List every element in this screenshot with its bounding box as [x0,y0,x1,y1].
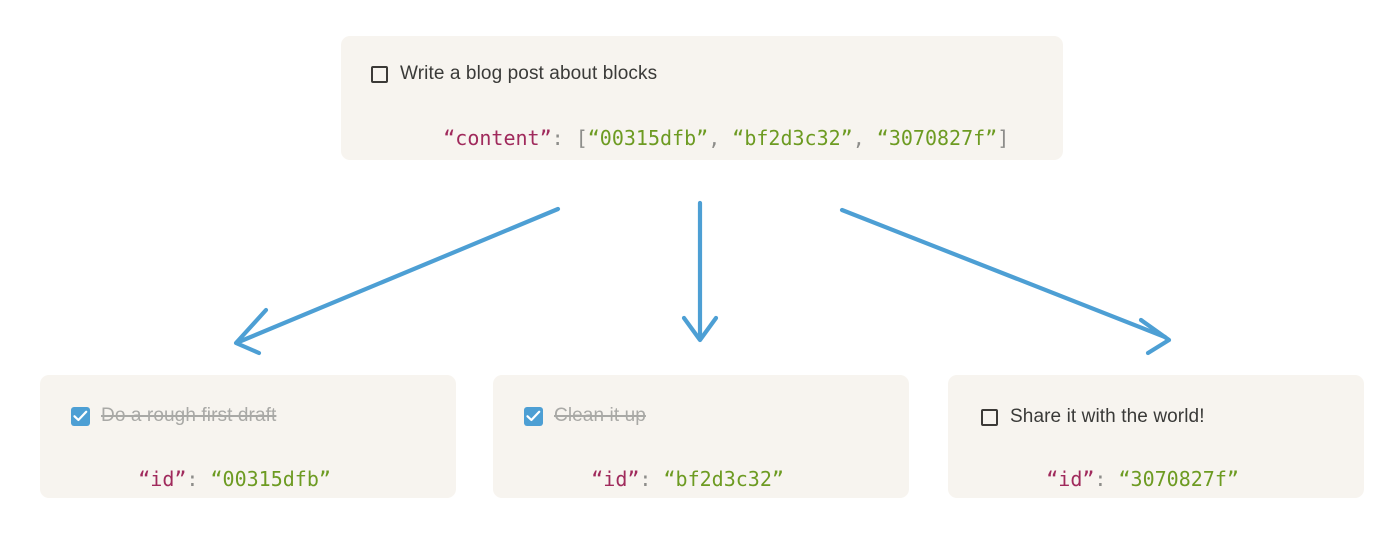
child-2-todo-label: Clean it up [554,405,646,426]
json-close-bracket: ] [997,126,1010,150]
child-3-todo-label: Share it with the world! [1010,406,1205,427]
parent-block-card[interactable]: Write a blog post about blocks “content”… [341,36,1063,160]
json-separator-2: , [852,126,877,150]
parent-todo-label: Write a blog post about blocks [400,63,658,84]
json-value-1: “00315dfb” [587,126,709,150]
child-block-2-card[interactable]: Clean it up “id”: “bf2d3c32” [493,375,909,498]
json-colon: : [551,126,576,150]
parent-todo-row[interactable]: Write a blog post about blocks [371,63,657,85]
json-key: “id” [1046,467,1095,491]
child-3-todo-row[interactable]: Share it with the world! [981,406,1205,428]
json-colon: : [1094,467,1119,491]
child-2-todo-row[interactable]: Clean it up [524,405,646,427]
child-block-3-card[interactable]: Share it with the world! “id”: “3070827f… [948,375,1364,498]
json-value-2: “bf2d3c32” [732,126,853,150]
json-value: “bf2d3c32” [663,467,784,491]
child-1-todo-label: Do a rough first draft [101,405,277,426]
json-value: “3070827f” [1118,467,1239,491]
json-key: “id” [591,467,640,491]
json-colon: : [186,467,211,491]
json-key: “id” [138,467,187,491]
arrow-to-child-3 [839,207,1172,356]
child-block-1-card[interactable]: Do a rough first draft “id”: “00315dfb” [40,375,456,498]
json-colon: : [639,467,664,491]
json-key: “content” [443,126,552,150]
checkbox-checked-icon[interactable] [71,406,90,426]
arrow-to-child-2 [681,200,719,343]
parent-json-line: “content”: [“00315dfb”, “bf2d3c32”, “307… [371,102,1009,174]
arrow-to-child-1 [233,206,561,356]
checkbox-checked-icon[interactable] [524,406,543,426]
json-value-3: “3070827f” [876,126,998,150]
child-1-todo-row[interactable]: Do a rough first draft [71,405,276,427]
json-open-bracket: [ [575,126,588,150]
child-2-json-line: “id”: “bf2d3c32” [519,443,784,515]
child-3-json-line: “id”: “3070827f” [974,443,1239,515]
json-separator-1: , [708,126,733,150]
checkbox-unchecked-icon[interactable] [371,65,388,83]
child-1-json-line: “id”: “00315dfb” [66,443,331,515]
json-value: “00315dfb” [210,467,331,491]
checkbox-unchecked-icon[interactable] [981,408,998,426]
